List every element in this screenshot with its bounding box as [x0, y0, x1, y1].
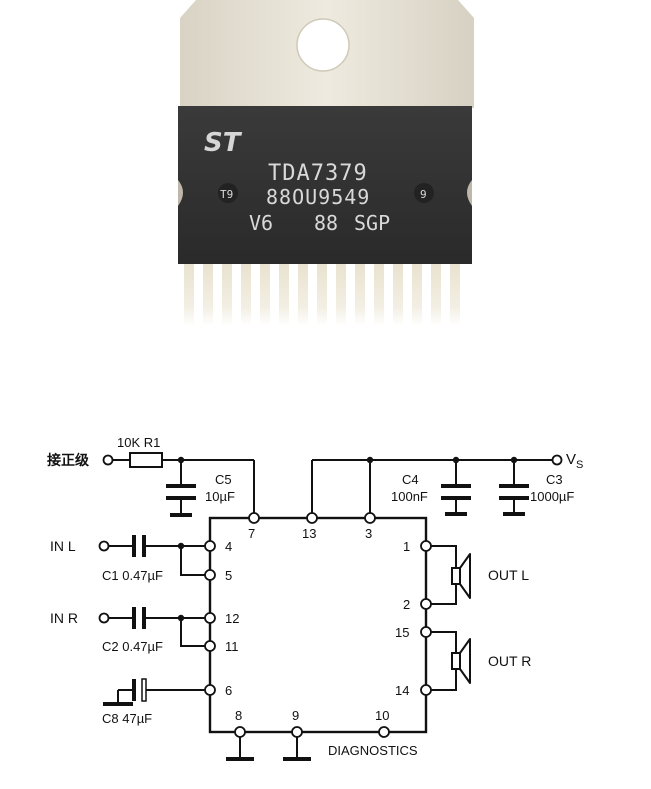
c1-label: C1 0.47µF — [102, 568, 163, 583]
capacitor-c8 — [132, 678, 147, 702]
speaker-out-r-icon — [431, 631, 471, 691]
diagnostics-label: DIAGNOSTICS — [328, 743, 418, 758]
chip-dimple-left — [218, 183, 238, 203]
vs-label: VS — [566, 451, 583, 471]
body-notch-right — [467, 180, 472, 206]
ic-outline — [208, 516, 428, 734]
pin-12-pad — [204, 612, 216, 624]
pin-9-label: 9 — [292, 708, 299, 723]
chip-marking-line3-a: V6 — [249, 211, 273, 235]
pin-8-pad — [234, 726, 246, 738]
pin-2-label: 2 — [403, 597, 410, 612]
ground-c8 — [103, 702, 133, 706]
c3-name: C3 — [546, 472, 563, 487]
capacitor-c5 — [166, 484, 196, 500]
r1-label: 10K R1 — [117, 435, 160, 450]
pin-1-pad — [420, 540, 432, 552]
c3-value: 1000µF — [530, 489, 574, 504]
vs-terminal — [551, 454, 563, 466]
pin-13-pad — [306, 512, 318, 524]
c4-name: C4 — [402, 472, 419, 487]
c5-name: C5 — [215, 472, 232, 487]
capacitor-c3 — [499, 484, 529, 500]
resistor-r1 — [129, 452, 163, 468]
pin-10-label: 10 — [375, 708, 389, 723]
chip-mark-right: 9 — [420, 188, 427, 201]
c2-label: C2 0.47µF — [102, 639, 163, 654]
out-l-label: OUT L — [488, 567, 529, 583]
chip-legs — [184, 264, 460, 326]
pin-5-label: 5 — [225, 568, 232, 583]
c5-value: 10µF — [205, 489, 235, 504]
speaker-out-l-icon — [431, 545, 471, 605]
pin-11-pad — [204, 640, 216, 652]
in-l-terminal — [98, 540, 110, 552]
pin-5-pad — [204, 569, 216, 581]
pin-14-label: 14 — [395, 683, 409, 698]
pin-13-label: 13 — [302, 526, 316, 541]
pin-9-pad — [291, 726, 303, 738]
pin-8-label: 8 — [235, 708, 242, 723]
chip-marking-line3-c: SGP — [354, 211, 390, 235]
capacitor-c1 — [132, 535, 146, 557]
ground-pin-9 — [283, 757, 311, 761]
ground-c4 — [445, 512, 467, 516]
pin-14-pad — [420, 684, 432, 696]
in-l-label: IN L — [50, 538, 76, 554]
pin-12-label: 12 — [225, 611, 239, 626]
in-r-terminal — [98, 612, 110, 624]
junction-pin3 — [366, 456, 374, 464]
pin-11-label: 11 — [225, 639, 239, 654]
mounting-hole — [296, 18, 350, 72]
pin-4-label: 4 — [225, 539, 232, 554]
supply-label: 接正级 — [47, 452, 90, 468]
pin-10-pad — [378, 726, 390, 738]
ground-c3 — [503, 512, 525, 516]
pin-6-label: 6 — [225, 683, 232, 698]
chip-photo: ST TDA7379 88OU9549 V6 88 SGP T9 9 — [178, 0, 474, 326]
chip-marking-line2: 88OU9549 — [266, 185, 370, 209]
ground-c5 — [170, 513, 192, 517]
pin-1-label: 1 — [403, 539, 410, 554]
capacitor-c4 — [441, 484, 471, 500]
chip-logo: ST — [204, 128, 243, 158]
capacitor-c2 — [132, 607, 146, 629]
pin-3-label: 3 — [365, 526, 372, 541]
chip-marking-line1: TDA7379 — [268, 161, 368, 186]
vs-label-main: V — [566, 451, 576, 468]
pin-15-pad — [420, 626, 432, 638]
vs-label-sub: S — [576, 459, 583, 471]
c4-value: 100nF — [391, 489, 428, 504]
chip-dimple-right — [414, 183, 434, 203]
pin-2-pad — [420, 598, 432, 610]
schematic: 接正级 10K R1 C5 10µF VS C4 100nF C3 1000µF — [47, 435, 583, 761]
pin-7-label: 7 — [248, 526, 255, 541]
chip-mark-left: T9 — [220, 188, 233, 201]
supply-terminal — [102, 454, 114, 466]
body-notch-left — [178, 180, 183, 206]
chip-marking-line3-b: 88 — [314, 211, 338, 235]
pin-15-label: 15 — [395, 625, 409, 640]
pin-7-pad — [248, 512, 260, 524]
pin-6-pad — [204, 684, 216, 696]
out-r-label: OUT R — [488, 653, 531, 669]
c8-label: C8 47µF — [102, 711, 152, 726]
pin-4-pad — [204, 540, 216, 552]
pin-3-pad — [364, 512, 376, 524]
ground-pin-8 — [226, 757, 254, 761]
in-r-label: IN R — [50, 610, 78, 626]
